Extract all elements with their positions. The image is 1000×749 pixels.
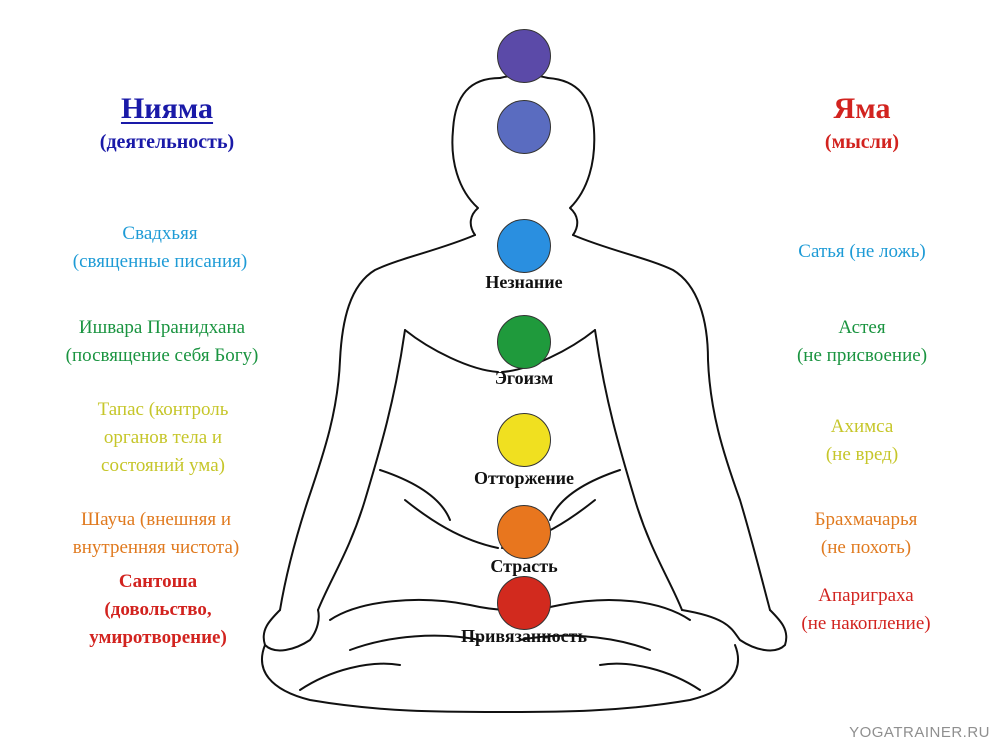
yama-item-2-line2: (не присвоение) <box>796 345 928 366</box>
chakra-circle-1 <box>497 29 551 83</box>
niyama-item-1-line2: (священные писания) <box>72 251 248 272</box>
yama-item-5-line2: (не накопление) <box>801 613 931 634</box>
yama-item-2-line1: Астея <box>838 317 886 338</box>
yama-item-4-line1: Брахмачарья <box>814 509 918 530</box>
niyama-item-5-line3: умиротворение) <box>89 627 227 648</box>
chakra-circle-3 <box>497 219 551 273</box>
yama-subtitle: (мысли) <box>824 131 900 153</box>
yama-item-3: Ахимса (не вред) <box>826 413 898 469</box>
niyama-item-2: Ишвара Пранидхана (посвящение себя Богу) <box>66 314 259 370</box>
niyama-subtitle: (деятельность) <box>99 131 235 153</box>
yama-item-5: Апариграха (не накопление) <box>801 582 930 638</box>
niyama-item-2-line1: Ишвара Пранидхана <box>78 317 246 338</box>
chakra-circle-4 <box>497 315 551 369</box>
watermark: YOGATRAINER.RU <box>849 724 990 741</box>
yama-item-3-line2: (не вред) <box>825 444 899 465</box>
niyama-item-2-line2: (посвящение себя Богу) <box>65 345 259 366</box>
niyama-item-4-line2: внутренняя чистота) <box>72 537 240 558</box>
yama-item-1: Сатья (не ложь) <box>798 238 925 266</box>
chakra-label-6: Страсть <box>490 556 558 576</box>
chakra-label-4: Эгоизм <box>494 368 554 388</box>
chakra-circle-7 <box>497 576 551 630</box>
yama-item-4: Брахмачарья (не похоть) <box>815 506 918 562</box>
yama-item-5-line1: Апариграха <box>818 585 914 606</box>
yama-title: Яма <box>833 92 891 125</box>
yama-item-4-line2: (не похоть) <box>820 537 912 558</box>
chakra-label-5: Отторжение <box>474 468 574 488</box>
yama-item-2: Астея (не присвоение) <box>797 314 927 370</box>
niyama-item-5-line1: Сантоша <box>118 571 198 592</box>
niyama-title: Нияма <box>120 92 214 125</box>
niyama-item-3-line1: Тапас (контроль <box>97 399 229 420</box>
niyama-item-5: Сантоша (довольство, умиротворение) <box>89 568 227 652</box>
niyama-item-1: Свадхьяя (священные писания) <box>73 220 247 276</box>
niyama-item-1-line1: Свадхьяя <box>122 223 198 244</box>
chakra-label-3: Незнание <box>485 272 563 292</box>
niyama-item-3-line2: органов тела и <box>103 427 223 448</box>
niyama-item-4: Шауча (внешняя и внутренняя чистота) <box>73 506 239 562</box>
chakra-circle-2 <box>497 100 551 154</box>
yama-item-1-line1: Сатья (не ложь) <box>798 241 926 262</box>
chakra-circle-6 <box>497 505 551 559</box>
niyama-item-3: Тапас (контроль органов тела и состояний… <box>98 396 229 480</box>
chakra-label-7: Привязанность <box>461 626 587 646</box>
yama-item-3-line1: Ахимса <box>830 416 894 437</box>
chakra-circle-5 <box>497 413 551 467</box>
niyama-item-4-line1: Шауча (внешняя и <box>81 509 231 530</box>
niyama-item-3-line3: состояний ума) <box>101 455 225 476</box>
niyama-item-5-line2: (довольство, <box>104 599 212 620</box>
